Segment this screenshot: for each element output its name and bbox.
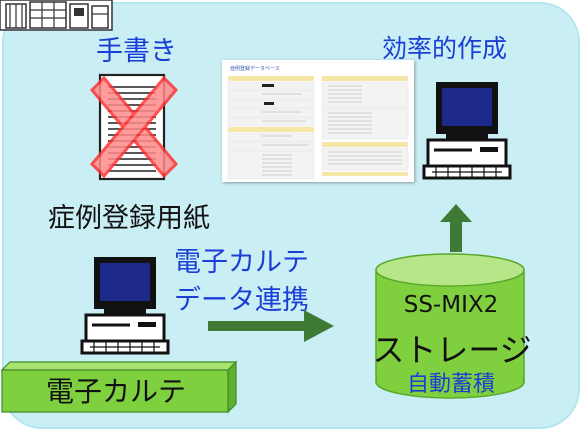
arrow-icon	[208, 310, 334, 342]
arrow-icon	[440, 204, 472, 252]
computer-terminal-icon	[80, 257, 170, 355]
emr-system-box	[0, 360, 238, 414]
cross-mark-icon	[89, 75, 179, 179]
storage-type-label: ストレージ	[372, 331, 532, 369]
auto-accumulate-label: 自動蓄積	[406, 372, 495, 397]
efficient-creation-label: 効率的作成	[382, 34, 508, 63]
storage-name-label: SS-MIX2	[403, 292, 499, 318]
building-logo-icon	[0, 0, 113, 31]
emr-data-link-label-line2: データ連携	[174, 285, 309, 316]
case-registration-form-image: 症例登録データベース	[222, 60, 414, 182]
emr-system-label: 電子カルテ	[45, 375, 186, 408]
handwritten-label: 手書き	[96, 36, 177, 67]
svg-text:症例登録データベース: 症例登録データベース	[230, 65, 280, 72]
case-form-label: 症例登録用紙	[48, 203, 210, 234]
storage-cylinder-icon	[375, 253, 525, 399]
emr-data-link-label-line1: 電子カルテ	[174, 247, 309, 278]
computer-terminal-icon	[422, 82, 512, 180]
